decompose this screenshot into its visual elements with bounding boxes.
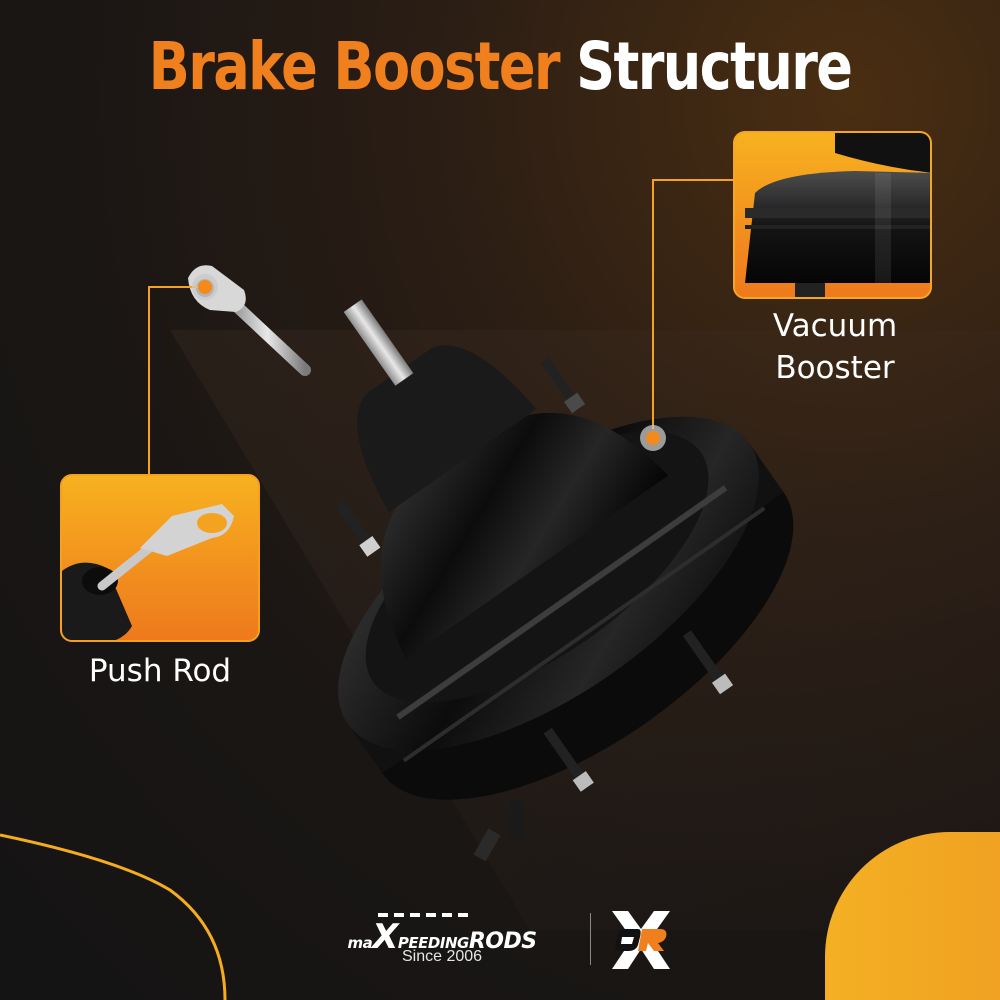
vacuum-booster-callout-image [733, 131, 932, 299]
brand-suffix: RODS [468, 929, 537, 954]
vacuum-booster-closeup-icon [745, 133, 930, 297]
push-rod-leader-line-horizontal [148, 286, 203, 288]
push-rod-marker[interactable] [192, 274, 218, 300]
vacuum-leader-line-vertical [652, 179, 654, 429]
footer-divider [590, 913, 591, 965]
decorative-curve-line [0, 833, 227, 1000]
page-title: Brake Booster Structure [90, 28, 910, 105]
vacuum-booster-marker[interactable] [640, 425, 666, 451]
brand-x: X [372, 917, 398, 957]
push-rod-closeup-icon [62, 504, 234, 640]
vacuum-booster-label-line2: Booster [775, 350, 895, 386]
push-rod-label: Push Rod [88, 653, 232, 689]
title-part-white: Structure [576, 28, 853, 105]
maxpeedingrods-x-logo-icon [612, 911, 670, 969]
brand-wordmark: maXPEEDINGRODS [318, 917, 566, 957]
vacuum-booster-label: Vacuum Booster [730, 305, 940, 389]
checkered-flag-icon [378, 913, 468, 917]
push-rod-leader-line-vertical [148, 286, 150, 474]
brand-prefix: ma [347, 934, 373, 952]
footer-brand: maXPEEDINGRODS Since 2006 [0, 905, 1000, 985]
vacuum-booster-label-line1: Vacuum [772, 308, 898, 344]
title-part-orange: Brake Booster [148, 28, 561, 105]
brand-mid: PEEDING [397, 934, 469, 952]
vacuum-leader-line-horizontal [652, 179, 733, 181]
push-rod-callout-image [60, 474, 260, 642]
since-text: Since 2006 [401, 948, 483, 965]
